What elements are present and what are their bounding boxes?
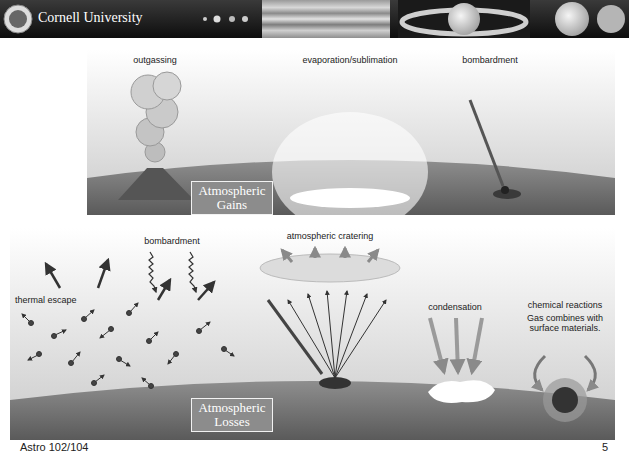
process-label: bombardment [462,55,518,65]
process-label: outgassing [133,55,177,65]
process-note: Gas combines with surface materials. [522,313,608,334]
process-label: atmospheric cratering [287,231,374,241]
process-label: chemical reactions [528,300,603,310]
losses-box: Atmospheric Losses [191,398,272,433]
process-label: thermal escape [15,295,77,305]
page-number: 5 [602,441,608,454]
box-text: Atmospheric Losses [198,401,265,430]
process-label: evaporation/sublimation [302,55,397,65]
gains-box: Atmospheric Gains [191,181,272,216]
university-name: Cornell University [38,10,143,26]
process-label: bombardment [144,236,200,246]
box-text: Atmospheric Gains [198,184,265,213]
course-footer: Astro 102/104 [20,441,89,454]
process-label: condensation [428,302,482,312]
